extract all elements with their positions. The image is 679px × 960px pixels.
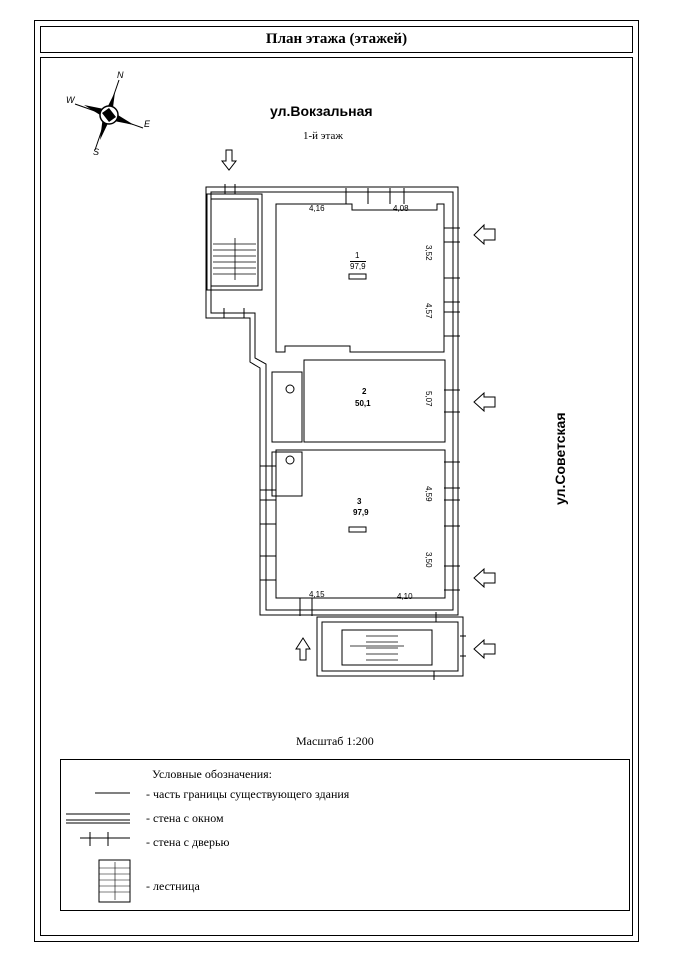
legend-item-boundary: - часть границы существующего здания <box>146 787 350 801</box>
outer-frame <box>34 20 639 942</box>
sheet-title: План этажа (этажей) <box>40 26 633 53</box>
scale-label: Масштаб 1:200 <box>296 734 374 748</box>
street-label-top: ул.Вокзальная <box>270 103 373 119</box>
legend-item-window-wall: - стена с окном <box>146 811 224 825</box>
room-2-number: 2 <box>362 387 367 396</box>
room-2-area: 50,1 <box>355 399 371 408</box>
floor-label: 1-й этаж <box>303 130 343 142</box>
compass-rose-icon: N E S W <box>66 70 151 157</box>
legend-item-door-wall: - стена с дверью <box>146 835 230 849</box>
dim-r3-bottom-left: 4,15 <box>309 590 325 599</box>
legend-box <box>60 759 630 911</box>
compass-n: N <box>117 70 124 80</box>
compass-w: W <box>66 95 76 105</box>
compass-s: S <box>93 147 99 157</box>
compass-e: E <box>144 119 151 129</box>
legend-item-stairs: - лестница <box>146 879 200 893</box>
room-3-number: 3 <box>357 497 362 506</box>
room-3-area: 97,9 <box>353 508 369 517</box>
room-1-number: 1 <box>355 251 360 260</box>
legend-title: Условные обозначения: <box>152 767 273 781</box>
dim-r3-bottom-right: 4,10 <box>397 592 413 601</box>
plan-frame <box>40 57 633 936</box>
room-1-area: 97,9 <box>350 261 366 271</box>
dim-r1-top-left: 4,16 <box>309 204 325 213</box>
dim-r1-top-right: 4,08 <box>393 204 409 213</box>
